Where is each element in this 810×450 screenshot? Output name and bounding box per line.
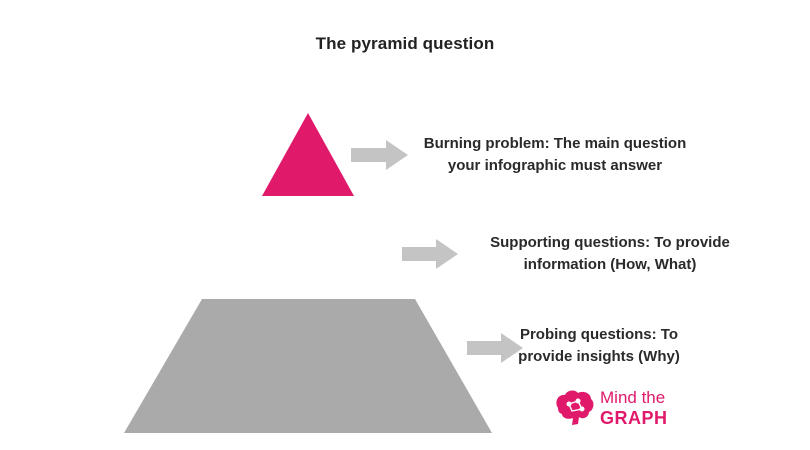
- page-title: The pyramid question: [315, 34, 495, 53]
- pyramid-apex: [262, 113, 354, 196]
- arrow-right-icon: [402, 239, 458, 269]
- level-label-line: Supporting questions: To provide: [490, 234, 730, 251]
- level-label-line: Burning problem: The main question: [423, 135, 687, 152]
- level-label-line: Probing questions: To: [519, 326, 679, 343]
- logo-wordmark: Mind the GRAPH: [600, 388, 668, 428]
- level-label-line: provide insights (Why): [518, 348, 680, 365]
- level-label-line: information (How, What): [523, 256, 697, 273]
- arrow-right-icon: [351, 140, 408, 170]
- logo-text-line: GRAPH: [600, 408, 668, 428]
- mind-the-graph-logo: Mind the GRAPH: [552, 386, 702, 436]
- pyramid-base: [124, 299, 492, 433]
- level-label-burning-problem: Burning problem: The main question your …: [410, 133, 700, 177]
- level-label-supporting-questions: Supporting questions: To provide informa…: [460, 232, 760, 276]
- level-label-line: your infographic must answer: [447, 157, 663, 174]
- logo-text-line: Mind the: [600, 388, 666, 407]
- arrow-right-icon: [467, 333, 523, 363]
- brain-icon: [556, 390, 594, 425]
- level-label-probing-questions: Probing questions: To provide insights (…: [504, 324, 694, 368]
